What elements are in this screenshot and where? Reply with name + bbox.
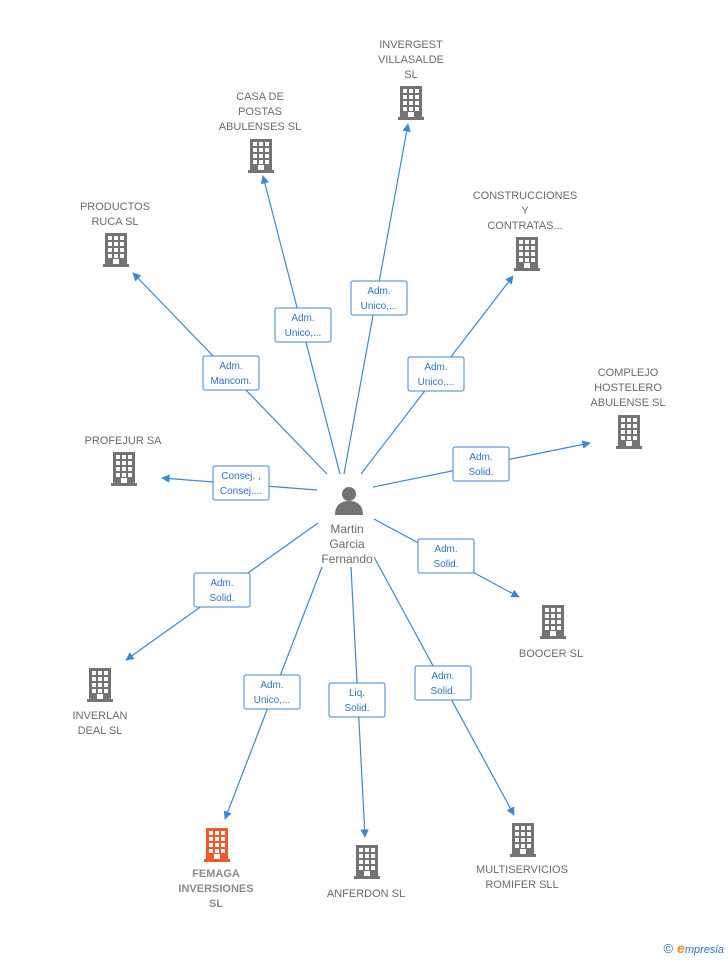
company-name-line: ROMIFER SLL bbox=[485, 879, 558, 891]
building-icon[interactable] bbox=[204, 828, 230, 862]
company-name-line: HOSTELERO bbox=[594, 382, 662, 394]
company-name-line: VILLASALDE bbox=[378, 54, 444, 66]
role-text: Adm. bbox=[431, 671, 454, 682]
nodes-layer: INVERGEST VILLASALDE SL CASA DE POSTAS ABULEN… bbox=[72, 39, 665, 910]
company-name-line: CASA DE bbox=[236, 91, 284, 103]
person-name-line: Garcia bbox=[329, 537, 365, 551]
role-text: Adm. bbox=[434, 544, 457, 555]
person-name-line: Fernando bbox=[321, 552, 373, 566]
company-name-line: DEAL SL bbox=[78, 725, 123, 737]
company-label-productos-ruca[interactable]: PRODUCTOS RUCA SL bbox=[80, 201, 150, 228]
building-icon[interactable] bbox=[111, 452, 137, 486]
company-name-line: CONSTRUCCIONES bbox=[473, 190, 578, 202]
company-name-line: ABULENSE SL bbox=[590, 397, 665, 409]
person-name-line: Martin bbox=[330, 522, 363, 536]
building-icon[interactable] bbox=[248, 139, 274, 173]
role-text: Solid. bbox=[433, 559, 458, 570]
role-text: Unico,... bbox=[361, 301, 398, 312]
role-badge-casa-postas[interactable]: Adm. Unico,... bbox=[274, 307, 332, 343]
brand-logo-text: mpresia bbox=[684, 944, 724, 956]
copyright-icon: © bbox=[663, 940, 674, 956]
building-icon[interactable] bbox=[398, 86, 424, 120]
role-text: Unico,... bbox=[285, 328, 322, 339]
building-icon[interactable] bbox=[510, 823, 536, 857]
role-text: Adm. bbox=[291, 313, 314, 324]
company-name-line: INVERLAN bbox=[72, 710, 127, 722]
company-label-complejo[interactable]: COMPLEJO HOSTELERO ABULENSE SL bbox=[590, 367, 665, 409]
role-badge-boocer[interactable]: Adm. Solid. bbox=[417, 538, 475, 574]
role-badge-invergest[interactable]: Adm. Unico,... bbox=[350, 280, 408, 316]
role-badge-productos-ruca[interactable]: Adm. Mancom. bbox=[202, 355, 260, 391]
role-text: Unico,... bbox=[418, 377, 455, 388]
company-name-line: FEMAGA bbox=[192, 868, 240, 880]
company-name-line: PROFEJUR SA bbox=[84, 435, 162, 447]
company-name-line: BOOCER SL bbox=[519, 648, 583, 660]
role-text: Solid. bbox=[209, 593, 234, 604]
company-label-construcciones[interactable]: CONSTRUCCIONES Y CONTRATAS... bbox=[473, 190, 578, 232]
role-text: Adm. bbox=[469, 452, 492, 463]
role-badge-femaga[interactable]: Adm. Unico,... bbox=[243, 674, 301, 710]
footer-brand: © empresia bbox=[663, 940, 724, 956]
company-name-line: CONTRATAS... bbox=[487, 220, 562, 232]
company-name-line: Y bbox=[521, 205, 529, 217]
role-text: Liq. bbox=[349, 688, 365, 699]
role-text: Consej. , bbox=[221, 471, 260, 482]
role-text: Solid. bbox=[430, 686, 455, 697]
company-label-multiservicios[interactable]: MULTISERVICIOS ROMIFER SLL bbox=[476, 864, 568, 891]
role-text: Solid. bbox=[344, 703, 369, 714]
company-name-line: PRODUCTOS bbox=[80, 201, 150, 213]
company-label-casa-postas[interactable]: CASA DE POSTAS ABULENSES SL bbox=[219, 91, 302, 133]
company-name-line: POSTAS bbox=[238, 106, 282, 118]
role-badge-anferdon[interactable]: Liq. Solid. bbox=[328, 682, 386, 718]
role-text: Adm. bbox=[219, 361, 242, 372]
company-name-line: MULTISERVICIOS bbox=[476, 864, 568, 876]
company-name-line: INVERSIONES bbox=[178, 883, 253, 895]
edges-layer: Adm.Unico,...Adm.Unico,...Adm.Unico,...A… bbox=[125, 123, 591, 838]
company-label-anferdon[interactable]: ANFERDON SL bbox=[327, 888, 405, 900]
role-badge-construcciones[interactable]: Adm. Unico,... bbox=[407, 356, 465, 392]
company-name-line: ABULENSES SL bbox=[219, 121, 302, 133]
role-text: Mancom. bbox=[210, 376, 251, 387]
building-icon[interactable] bbox=[540, 605, 566, 639]
company-label-femaga[interactable]: FEMAGA INVERSIONES SL bbox=[178, 868, 253, 910]
role-badge-inverlan[interactable]: Adm. Solid. bbox=[193, 572, 251, 608]
role-text: Adm. bbox=[424, 362, 447, 373]
company-name-line: ANFERDON SL bbox=[327, 888, 405, 900]
company-name-line: SL bbox=[209, 898, 223, 910]
role-text: Adm. bbox=[260, 680, 283, 691]
role-text: Unico,... bbox=[254, 695, 291, 706]
building-icon[interactable] bbox=[616, 415, 642, 449]
role-badge-multiservicios[interactable]: Adm. Solid. bbox=[414, 665, 472, 701]
company-name-line: SL bbox=[404, 69, 417, 81]
role-badge-complejo[interactable]: Adm. Solid. bbox=[452, 446, 510, 482]
role-text: Consej.... bbox=[220, 486, 262, 497]
company-label-boocer[interactable]: BOOCER SL bbox=[519, 648, 583, 660]
role-badge-profejur[interactable]: Consej. , Consej.... bbox=[212, 465, 270, 501]
building-icon[interactable] bbox=[87, 668, 113, 702]
role-text: Adm. bbox=[210, 578, 233, 589]
building-icon[interactable] bbox=[354, 845, 380, 879]
company-name-line: COMPLEJO bbox=[598, 367, 659, 379]
brand-logo-initial: e bbox=[677, 940, 685, 956]
building-icon[interactable] bbox=[514, 237, 540, 271]
building-icon[interactable] bbox=[103, 233, 129, 267]
role-text: Solid. bbox=[468, 467, 493, 478]
company-name-line: RUCA SL bbox=[91, 216, 138, 228]
company-name-line: INVERGEST bbox=[379, 39, 443, 51]
company-label-invergest[interactable]: INVERGEST VILLASALDE SL bbox=[378, 39, 444, 81]
person-icon bbox=[335, 487, 363, 515]
company-label-profejur[interactable]: PROFEJUR SA bbox=[84, 435, 162, 447]
role-text: Adm. bbox=[367, 286, 390, 297]
company-label-inverlan[interactable]: INVERLAN DEAL SL bbox=[72, 710, 127, 737]
